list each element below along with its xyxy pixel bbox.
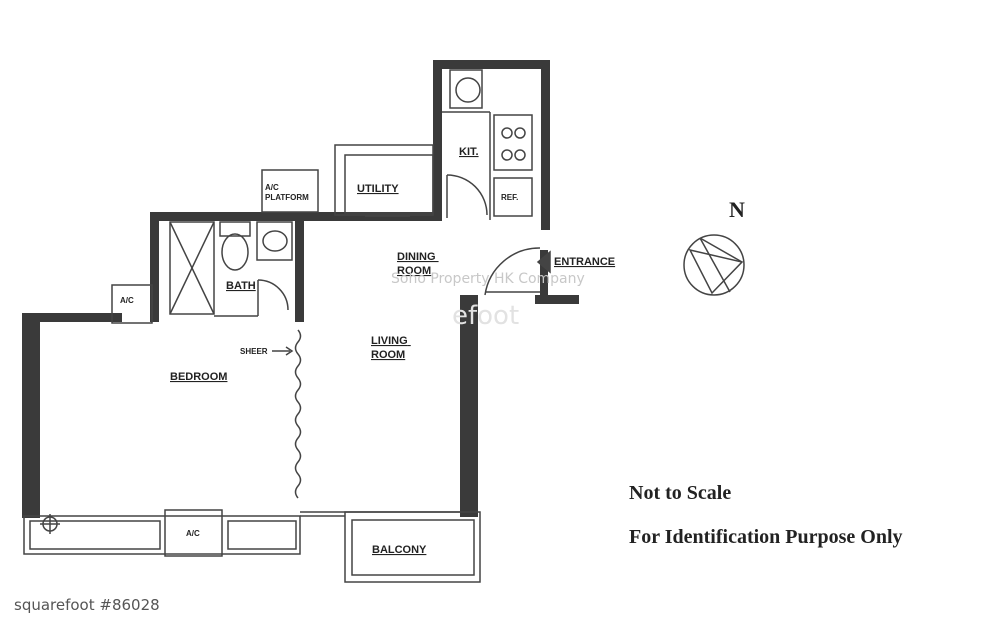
label-dining-room-line1: DINING [397,251,436,263]
label-dining-room: DINING ROOM [397,251,439,277]
label-living-room-line1: LIVING [371,335,408,347]
watermark-brand: efoot [452,301,519,331]
label-bedroom: BEDROOM [170,371,227,383]
label-utility: UTILITY [357,183,399,195]
label-ac-bottom: A/C [186,529,200,538]
watermark-company: Soho Property HK Company [391,271,585,287]
compass-north-label: N [729,197,745,222]
label-refrigerator: REF. [501,193,518,202]
note-identification: For Identification Purpose Only [629,526,903,548]
note-not-to-scale: Not to Scale [629,482,731,504]
reference-id: squarefoot #86028 [14,596,160,614]
label-ac-left: A/C [120,296,134,305]
label-sheer: SHEER [240,347,268,356]
label-bath: BATH [226,280,256,292]
label-balcony: BALCONY [372,544,427,556]
label-kitchen: KIT. [459,146,479,158]
label-ac-platform: A/C PLATFORM [265,183,309,202]
label-ac-platform-line2: PLATFORM [265,193,309,202]
room-labels: KIT. UTILITY A/C PLATFORM REF. BATH DINI… [120,146,615,556]
label-living-room: LIVING ROOM [371,335,411,361]
label-living-room-line2: ROOM [371,349,405,361]
label-entrance: ENTRANCE [554,256,615,268]
label-dining-room-line2: ROOM [397,265,431,277]
fixtures [23,69,745,583]
label-ac-platform-line1: A/C [265,183,279,192]
walls [22,60,579,518]
